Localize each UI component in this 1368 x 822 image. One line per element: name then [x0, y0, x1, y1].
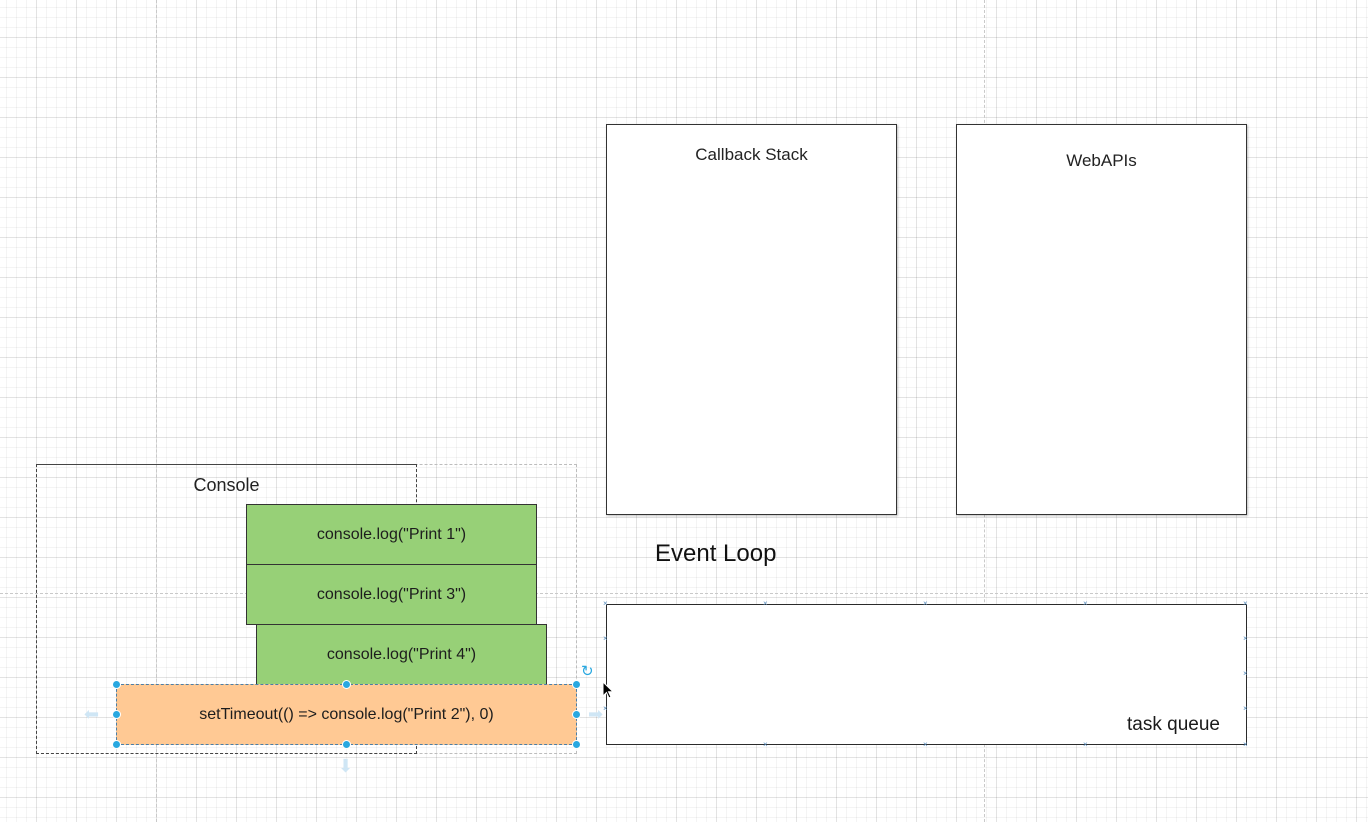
connection-point-icon: × [603, 704, 608, 713]
connection-point-icon: × [763, 599, 768, 608]
connection-point-icon: × [1083, 740, 1088, 749]
event-loop-label[interactable]: Event Loop [655, 540, 777, 567]
connection-point-icon: × [763, 740, 768, 749]
set-timeout-block[interactable]: setTimeout(() => console.log("Print 2"),… [116, 684, 577, 745]
connect-arrow-down-icon[interactable]: ⬇ [338, 756, 354, 776]
connection-point-icon: × [1243, 704, 1248, 713]
connection-point-icon: × [603, 599, 608, 608]
console-log-print-4-block[interactable]: console.log("Print 4") [256, 624, 547, 685]
connection-point-icon: × [923, 599, 928, 608]
page-guide-horizontal [0, 593, 1368, 594]
mouse-pointer-icon [602, 680, 615, 699]
rotate-icon[interactable]: ↻ [581, 663, 594, 680]
connect-arrow-left-icon[interactable]: ⬅ [84, 704, 100, 724]
resize-handle-left[interactable] [112, 710, 121, 719]
callback-stack-box[interactable]: Callback Stack [606, 124, 897, 515]
connection-point-icon: × [1243, 740, 1248, 749]
callback-stack-title: Callback Stack [695, 145, 808, 164]
console-log-print-3-block[interactable]: console.log("Print 3") [246, 564, 537, 625]
resize-handle-top-left[interactable] [112, 680, 121, 689]
resize-handle-top-right[interactable] [572, 680, 581, 689]
page-guide-vertical [156, 0, 157, 822]
connection-point-icon: × [1243, 669, 1248, 678]
resize-handle-bottom[interactable] [342, 740, 351, 749]
console-log-print-1-block[interactable]: console.log("Print 1") [246, 504, 537, 565]
connect-arrow-right-icon[interactable]: ➡ [588, 704, 604, 724]
connection-point-icon: × [1083, 599, 1088, 608]
connection-point-icon: × [603, 634, 608, 643]
connection-point-icon: × [923, 740, 928, 749]
connection-point-icon: × [1243, 599, 1248, 608]
task-queue-box[interactable]: task queue [606, 604, 1247, 745]
console-title: Console [193, 475, 260, 495]
resize-handle-bottom-right[interactable] [572, 740, 581, 749]
resize-handle-right[interactable] [572, 710, 581, 719]
web-apis-box[interactable]: WebAPIs [956, 124, 1247, 515]
connection-point-icon: × [1243, 634, 1248, 643]
web-apis-title: WebAPIs [1066, 151, 1137, 170]
task-queue-label: task queue [1127, 714, 1220, 735]
resize-handle-top[interactable] [342, 680, 351, 689]
resize-handle-bottom-left[interactable] [112, 740, 121, 749]
